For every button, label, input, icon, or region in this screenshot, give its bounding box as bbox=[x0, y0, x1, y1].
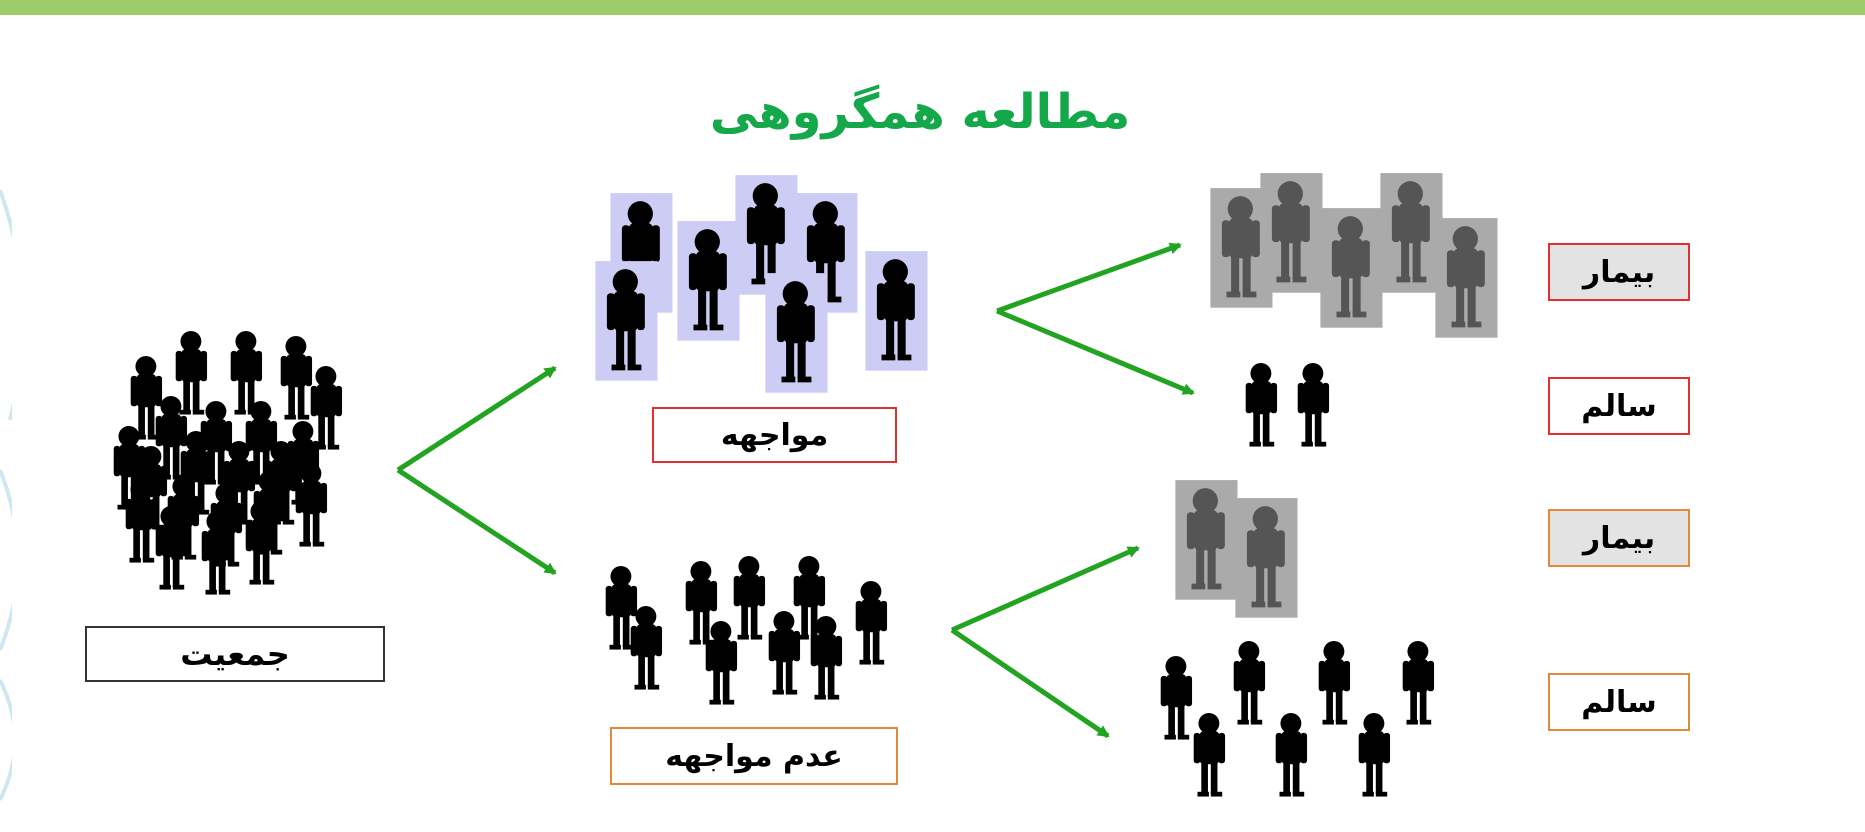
top-accent-bar bbox=[0, 0, 1865, 15]
arrow-to-unexposed-sick bbox=[950, 545, 1140, 633]
population-person-icon bbox=[175, 330, 208, 415]
arrow-to-exposed-sick bbox=[996, 242, 1182, 314]
diagram-title: مطالعه همگروهی bbox=[709, 84, 1131, 140]
unexposed-healthy-label: سالم bbox=[1548, 673, 1690, 731]
not-exposed-person-icon bbox=[733, 555, 766, 640]
not-exposed-label: عدم مواجهه bbox=[610, 727, 898, 785]
not-exposed-person-icon bbox=[630, 605, 663, 690]
unexposed-healthy-person-icon bbox=[1160, 655, 1193, 740]
exposed-healthy-person-icon bbox=[1297, 362, 1330, 447]
not-exposed-person-icon bbox=[855, 580, 888, 665]
exposed-label: مواجهه bbox=[652, 407, 897, 463]
arrow-to-not-exposed bbox=[396, 467, 557, 576]
exposed-healthy-label: سالم bbox=[1548, 377, 1690, 435]
exposed-sick-person-icon bbox=[1320, 208, 1383, 328]
exposed-person-icon bbox=[765, 273, 828, 393]
exposed-sick-label: بیمار bbox=[1548, 243, 1690, 301]
not-exposed-person-icon bbox=[705, 620, 738, 705]
exposed-sick-person-icon bbox=[1260, 173, 1323, 293]
arrow-to-exposed-healthy bbox=[996, 308, 1195, 396]
exposed-healthy-person-icon bbox=[1245, 362, 1278, 447]
unexposed-healthy-person-icon bbox=[1275, 712, 1308, 797]
unexposed-healthy-person-icon bbox=[1233, 640, 1266, 725]
not-exposed-person-icon bbox=[768, 610, 801, 695]
exposed-person-icon bbox=[677, 221, 740, 341]
unexposed-healthy-person-icon bbox=[1402, 640, 1435, 725]
exposed-person-icon bbox=[865, 251, 928, 371]
unexposed-sick-person-icon bbox=[1175, 480, 1238, 600]
unexposed-sick-label: بیمار bbox=[1548, 509, 1690, 567]
unexposed-healthy-person-icon bbox=[1358, 712, 1391, 797]
exposed-person-icon bbox=[595, 261, 658, 381]
population-label: جمعیت bbox=[85, 626, 385, 682]
unexposed-healthy-person-icon bbox=[1318, 640, 1351, 725]
population-person-icon bbox=[310, 365, 343, 450]
unexposed-sick-person-icon bbox=[1235, 498, 1298, 618]
population-person-icon bbox=[280, 335, 313, 420]
arrow-to-exposed bbox=[396, 365, 557, 473]
arrow-to-unexposed-healthy bbox=[950, 627, 1110, 739]
exposed-sick-person-icon bbox=[1380, 173, 1443, 293]
unexposed-healthy-person-icon bbox=[1193, 712, 1226, 797]
exposed-sick-person-icon bbox=[1435, 218, 1498, 338]
